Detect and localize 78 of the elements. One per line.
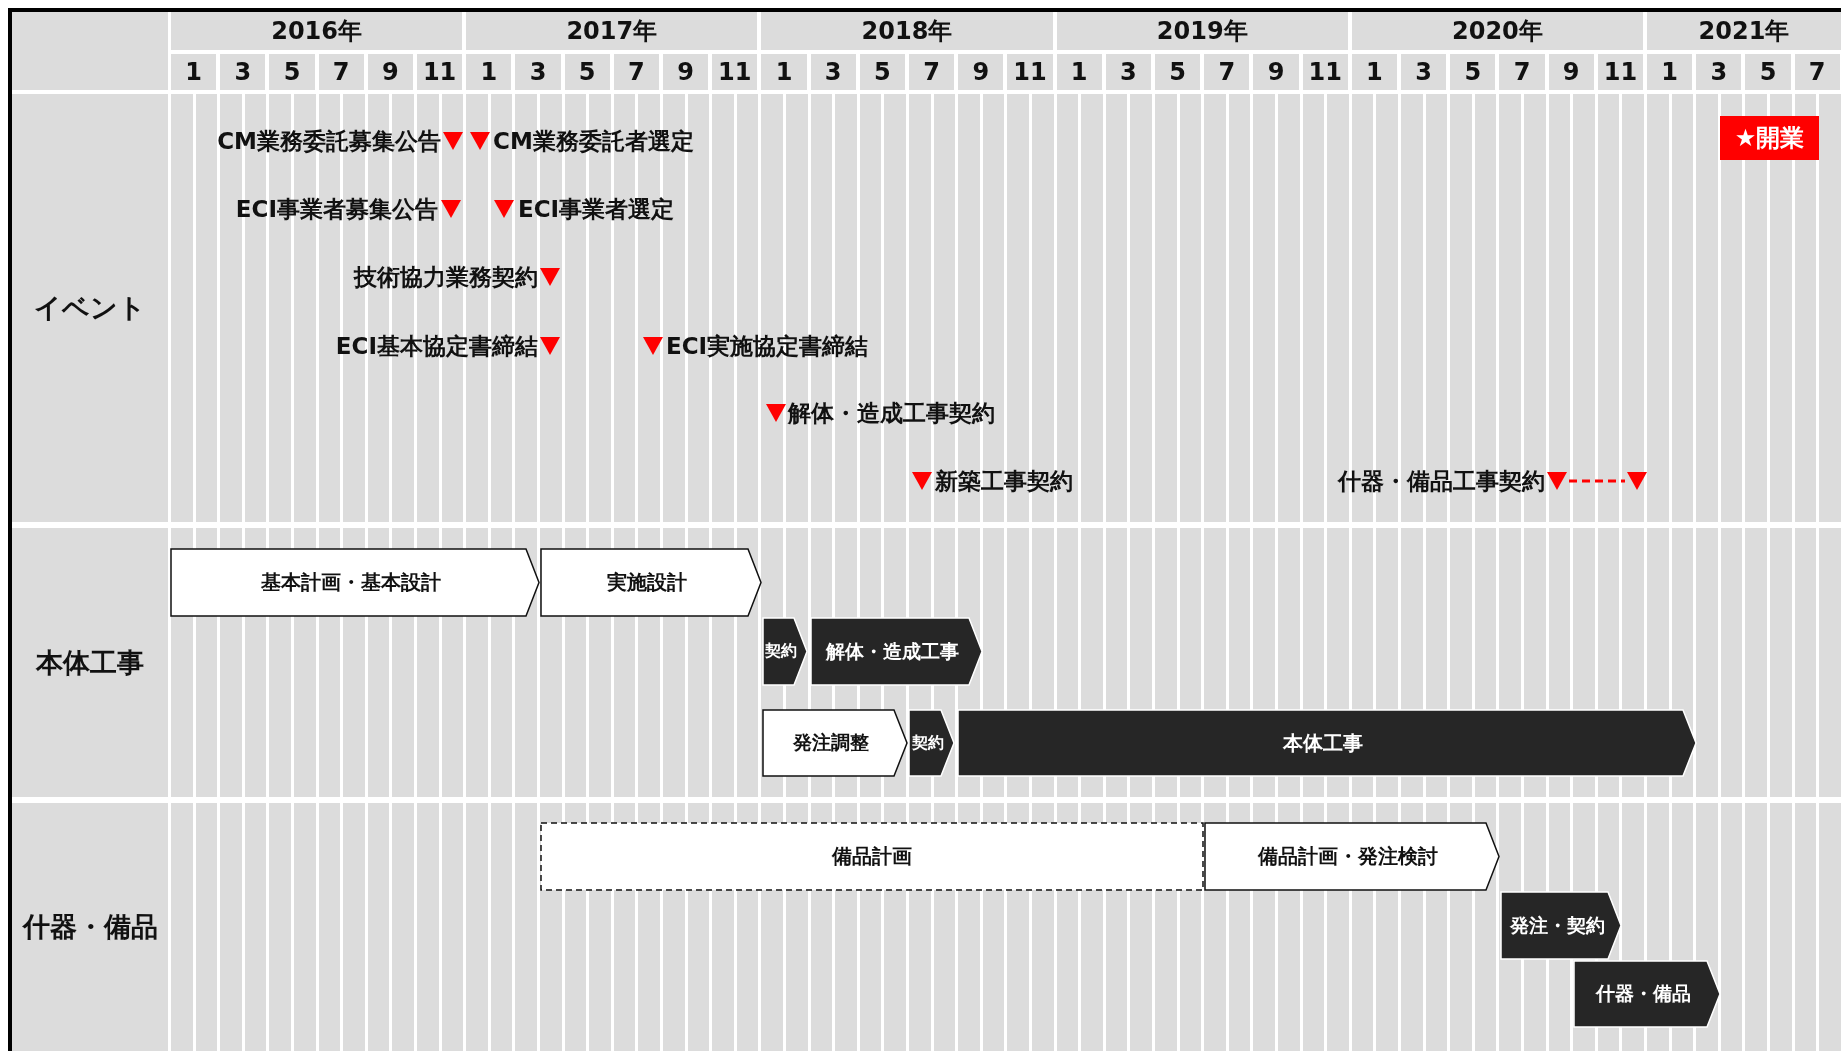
month-header: 9 bbox=[367, 54, 413, 90]
row-heading: 本体工事 bbox=[35, 645, 145, 680]
month-header: 11 bbox=[1302, 54, 1348, 90]
year-header: 2020年 bbox=[1351, 12, 1643, 50]
month-header: 7 bbox=[1794, 54, 1840, 90]
month-header: 5 bbox=[1745, 54, 1791, 90]
year-header: 2016年 bbox=[171, 12, 463, 50]
event-label: 新築工事契約 bbox=[935, 466, 1073, 496]
phase-bar bbox=[762, 617, 808, 686]
month-header: 7 bbox=[613, 54, 659, 90]
phase-bar bbox=[762, 709, 908, 777]
event-label: ECI事業者選定 bbox=[518, 194, 675, 224]
year-header: 2019年 bbox=[1056, 12, 1348, 50]
month-header: 3 bbox=[1105, 54, 1151, 90]
month-header: 11 bbox=[417, 54, 463, 90]
phase-bar bbox=[810, 617, 983, 686]
year-header: 2018年 bbox=[761, 12, 1053, 50]
month-header: 3 bbox=[515, 54, 561, 90]
event-label: 技術協力業務契約 bbox=[354, 262, 538, 292]
month-header: 7 bbox=[909, 54, 955, 90]
month-header: 11 bbox=[1597, 54, 1643, 90]
row-heading: イベント bbox=[33, 291, 147, 325]
month-header: 3 bbox=[220, 54, 266, 90]
month-header: 11 bbox=[712, 54, 758, 90]
bar-label: 本体工事 bbox=[1283, 729, 1363, 757]
bar-label: 実施設計 bbox=[607, 569, 687, 596]
month-header: 7 bbox=[1499, 54, 1545, 90]
phase-bar bbox=[1573, 960, 1721, 1028]
row-band bbox=[12, 528, 1841, 797]
month-header: 7 bbox=[318, 54, 364, 90]
year-header: 2021年 bbox=[1647, 12, 1841, 50]
event-label: CM業務委託募集公告 bbox=[217, 126, 441, 156]
event-label: 什器・備品工事契約 bbox=[1338, 466, 1545, 496]
month-header: 1 bbox=[466, 54, 512, 90]
bar-label: 契約 bbox=[765, 641, 797, 662]
bar-label: 発注調整 bbox=[793, 730, 869, 755]
month-header: 3 bbox=[1696, 54, 1742, 90]
month-header: 9 bbox=[1548, 54, 1594, 90]
phase-bar bbox=[1500, 891, 1622, 960]
month-header: 9 bbox=[1253, 54, 1299, 90]
row-band bbox=[12, 803, 1841, 1051]
event-label: ECI事業者募集公告 bbox=[235, 194, 438, 224]
bar-label: 契約 bbox=[911, 732, 944, 754]
month-header: 1 bbox=[1056, 54, 1102, 90]
row-heading: 什器・備品 bbox=[21, 910, 159, 944]
month-header: 5 bbox=[859, 54, 905, 90]
phase-bar bbox=[957, 709, 1697, 777]
phase-bar bbox=[1204, 822, 1500, 891]
month-header: 1 bbox=[761, 54, 807, 90]
month-header: 5 bbox=[1450, 54, 1496, 90]
event-label: ECI基本協定書締結 bbox=[335, 331, 538, 361]
dashed-phase-bar bbox=[540, 822, 1204, 891]
month-header: 9 bbox=[663, 54, 709, 90]
month-header: 5 bbox=[1155, 54, 1201, 90]
year-header: 2017年 bbox=[466, 12, 758, 50]
bar-label: 基本計画・基本設計 bbox=[261, 569, 441, 596]
month-header: 1 bbox=[1647, 54, 1693, 90]
row-band bbox=[12, 94, 1841, 522]
month-header: 7 bbox=[1204, 54, 1250, 90]
opening-badge: ★開業 bbox=[1720, 116, 1819, 160]
month-header: 11 bbox=[1007, 54, 1053, 90]
month-header: 5 bbox=[269, 54, 315, 90]
month-header: 3 bbox=[810, 54, 856, 90]
event-label: CM業務委託者選定 bbox=[493, 126, 694, 156]
month-header: 5 bbox=[564, 54, 610, 90]
bar-label: 解体・造成工事 bbox=[826, 638, 959, 664]
phase-bar bbox=[540, 548, 762, 617]
month-header: 3 bbox=[1401, 54, 1447, 90]
month-header: 1 bbox=[171, 54, 217, 90]
month-header: 1 bbox=[1351, 54, 1397, 90]
month-header: 9 bbox=[958, 54, 1004, 90]
event-label: ECI実施協定書締結 bbox=[666, 331, 869, 361]
bar-label: 什器・備品 bbox=[1595, 981, 1691, 1006]
bar-label: 備品計画・発注検討 bbox=[1258, 843, 1438, 870]
bar-label: 発注・契約 bbox=[1509, 912, 1605, 938]
bar-label: 備品計画 bbox=[832, 843, 912, 870]
event-label: 解体・造成工事契約 bbox=[788, 398, 995, 428]
phase-bar bbox=[170, 548, 540, 617]
